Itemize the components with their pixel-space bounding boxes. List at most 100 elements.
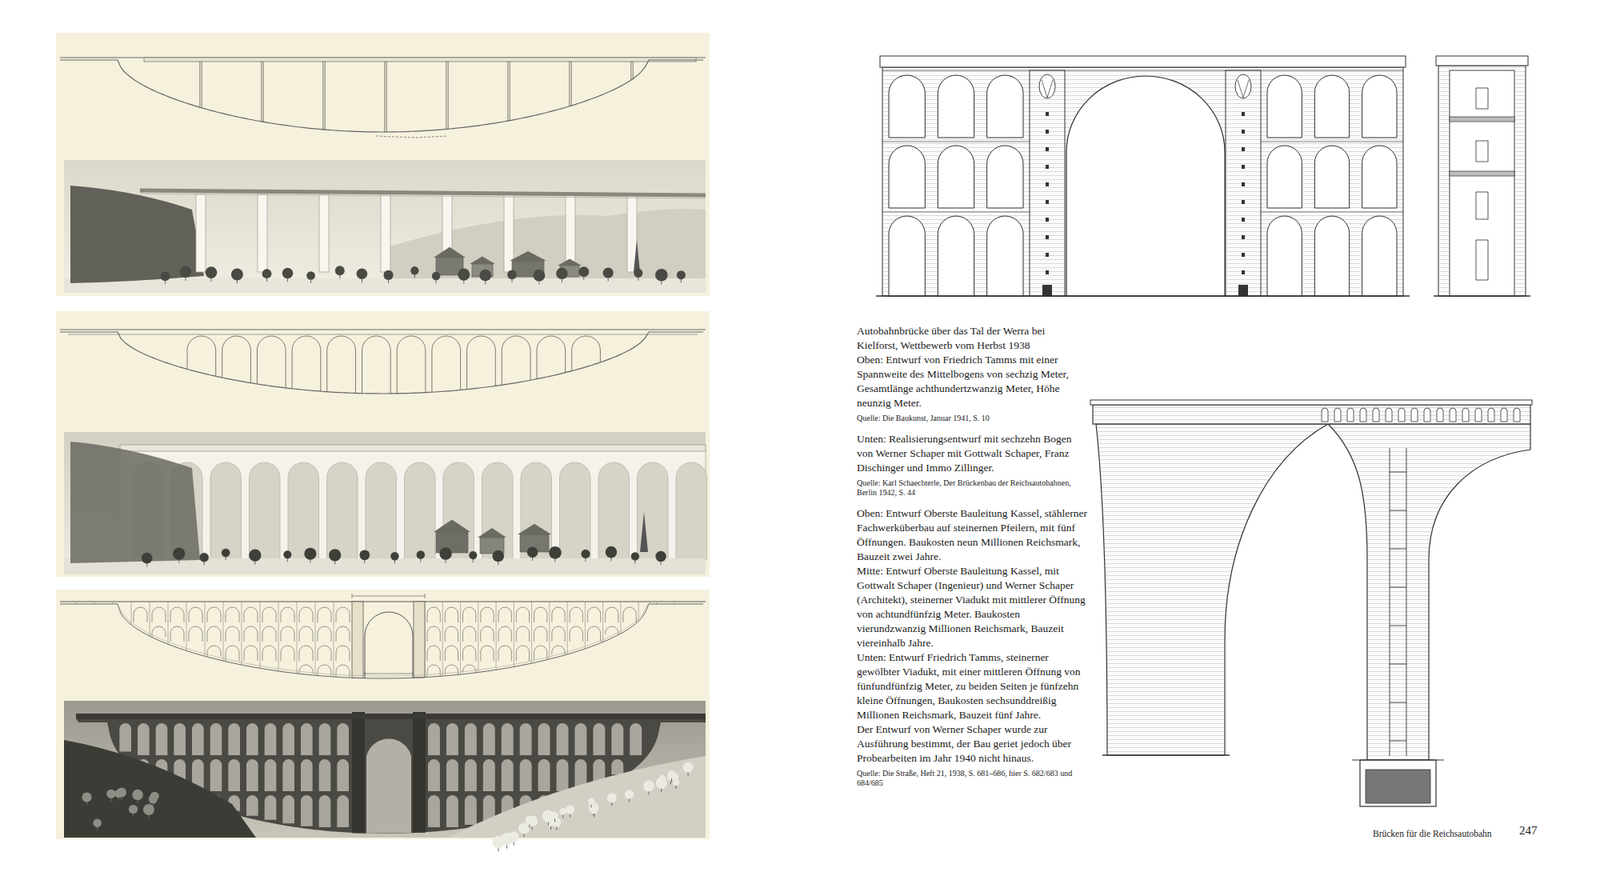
arch-opening bbox=[192, 723, 204, 756]
viaduct-wall bbox=[882, 67, 1404, 296]
pier-line bbox=[442, 601, 444, 676]
ground-line bbox=[1433, 295, 1531, 296]
arch-opening bbox=[292, 336, 321, 392]
slope bbox=[448, 756, 706, 838]
tree bbox=[676, 270, 686, 280]
cornice bbox=[880, 56, 1406, 68]
arch-opening bbox=[210, 723, 223, 756]
arch-opening bbox=[1267, 75, 1302, 138]
house-roof bbox=[557, 259, 582, 266]
spandrel-arch bbox=[1372, 408, 1380, 422]
house-roof bbox=[517, 524, 552, 535]
arch-opening bbox=[319, 759, 332, 792]
arch-opening bbox=[483, 759, 496, 792]
tree bbox=[631, 552, 640, 560]
arch-opening bbox=[282, 795, 295, 824]
pier bbox=[319, 194, 329, 272]
window-slot bbox=[1045, 217, 1049, 222]
arch-opening bbox=[501, 723, 514, 756]
arch-opening bbox=[299, 645, 313, 661]
tree bbox=[633, 268, 643, 278]
pier-base bbox=[1102, 754, 1230, 756]
arch-opening bbox=[225, 645, 240, 661]
ground-line bbox=[1352, 760, 1444, 761]
tree bbox=[556, 268, 568, 280]
tree bbox=[172, 547, 185, 560]
caption-heading: Autobahnbrücke über das Tal der Werra be… bbox=[856, 324, 1088, 353]
section-opening bbox=[1476, 140, 1488, 162]
arch-opening bbox=[534, 645, 548, 660]
arch-opening bbox=[552, 626, 565, 642]
church-spire bbox=[640, 512, 648, 552]
tree bbox=[92, 819, 102, 828]
pier-line bbox=[513, 601, 515, 667]
wooded-hill bbox=[70, 185, 204, 284]
arch-opening bbox=[288, 462, 320, 560]
arch-opening bbox=[552, 607, 565, 623]
shaft-rung bbox=[1389, 664, 1407, 665]
tree bbox=[231, 268, 244, 280]
tree bbox=[410, 266, 419, 275]
tree bbox=[580, 549, 590, 559]
tree bbox=[527, 546, 539, 558]
window-slot bbox=[1045, 147, 1049, 152]
house-roof bbox=[433, 247, 466, 258]
arch-opening bbox=[244, 645, 258, 661]
tree bbox=[160, 271, 171, 281]
window-slot bbox=[1045, 235, 1049, 240]
tree bbox=[439, 547, 452, 560]
tree bbox=[551, 812, 558, 819]
wooded-hill bbox=[70, 441, 200, 564]
tree bbox=[518, 822, 530, 834]
tree bbox=[328, 548, 341, 561]
window-slot bbox=[1045, 164, 1049, 169]
door bbox=[1238, 284, 1248, 296]
arch-opening bbox=[534, 607, 548, 623]
window-slot bbox=[1241, 252, 1245, 257]
arch-opening bbox=[464, 795, 477, 825]
spandrel-arch bbox=[1424, 408, 1431, 422]
window-slot bbox=[1241, 164, 1245, 169]
pier-line bbox=[567, 601, 568, 655]
arch-opening bbox=[319, 723, 332, 756]
arch-opening bbox=[623, 607, 636, 623]
tree bbox=[199, 552, 209, 563]
arch-opening bbox=[498, 645, 512, 661]
arch-opening bbox=[300, 795, 313, 827]
arch-opening bbox=[299, 626, 313, 642]
arch-opening bbox=[225, 607, 240, 623]
arch-opening bbox=[446, 795, 459, 828]
arch-opening bbox=[336, 645, 350, 661]
arch-opening bbox=[188, 607, 203, 623]
arch-opening bbox=[538, 723, 551, 756]
arch-opening bbox=[362, 336, 392, 394]
arch-opening bbox=[1362, 216, 1397, 296]
pier-line bbox=[296, 601, 298, 674]
window-slot bbox=[1045, 200, 1049, 204]
pier-line bbox=[131, 601, 132, 625]
arch-opening bbox=[152, 626, 166, 637]
shaft-rung bbox=[1389, 740, 1407, 742]
pier-line bbox=[186, 601, 188, 651]
tree bbox=[532, 269, 545, 282]
pier bbox=[196, 194, 206, 272]
pier-line bbox=[477, 601, 479, 672]
plate-background bbox=[56, 311, 710, 577]
pier-line bbox=[223, 601, 224, 661]
pier-line bbox=[333, 601, 335, 677]
arch-opening bbox=[637, 462, 669, 560]
arch-opening bbox=[464, 723, 477, 756]
arch-opening bbox=[300, 723, 313, 756]
section-slab bbox=[1449, 116, 1515, 122]
tree bbox=[335, 265, 345, 276]
window-slot bbox=[1045, 182, 1049, 187]
main-arch-opening bbox=[366, 739, 412, 834]
arch-opening bbox=[133, 607, 148, 623]
arch-opening bbox=[249, 462, 281, 560]
tower bbox=[412, 712, 426, 833]
arch-opening bbox=[244, 626, 258, 642]
shaft-rung bbox=[1389, 625, 1407, 627]
arch-opening bbox=[300, 759, 313, 792]
spandrel-arch bbox=[1513, 408, 1520, 422]
